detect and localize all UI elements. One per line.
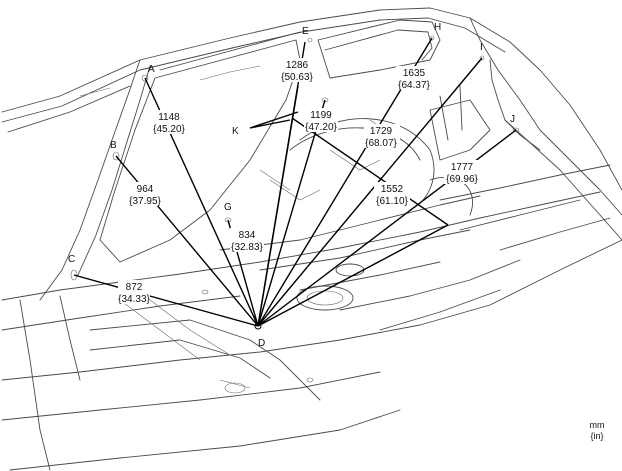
dim-c-mm: 872 (126, 282, 143, 293)
line-e2-d (257, 85, 299, 327)
line-k-2 (249, 119, 291, 129)
dim-k-mm: 1552 (381, 184, 404, 195)
units-secondary: {in} (590, 431, 604, 441)
dim-b-mm: 964 (137, 184, 154, 195)
dim-a-in: {45.20} (153, 124, 185, 135)
dim-e-in: {50.63} (281, 72, 313, 83)
dim-i-mm: 1729 (370, 126, 393, 137)
line-c-d (73, 274, 259, 327)
line-j-d (257, 129, 517, 327)
point-j-label: J (510, 114, 515, 125)
dim-b-in: {37.95} (129, 196, 161, 207)
body-outline (1, 7, 622, 471)
line-i-d (257, 57, 483, 327)
dim-g-in: {32.83} (231, 242, 263, 253)
point-c-label: C (68, 254, 75, 265)
line-k-d (291, 117, 449, 226)
dim-k-in: {61.10} (376, 196, 408, 207)
line-k-d2 (257, 224, 449, 327)
dim-a-mm: 1148 (158, 112, 180, 123)
point-i-label: I (480, 42, 483, 53)
point-b-label: B (110, 140, 117, 151)
dim-g-mm: 834 (239, 230, 256, 241)
point-g-label: G (224, 202, 232, 213)
dim-i-in: {68.07} (365, 138, 397, 149)
point-a-label: A (148, 64, 155, 75)
line-f-d (257, 99, 326, 327)
dimension-labels: 1148 {45.20} 964 {37.95} 872 {34.33} 128… (118, 58, 480, 305)
units-legend: mm {in} (580, 420, 614, 442)
point-e-label: E (302, 26, 309, 37)
units-primary: mm (589, 420, 605, 430)
line-k-1 (249, 111, 299, 129)
dim-e-mm: 1286 (286, 60, 309, 71)
dim-j-in: {69.96} (446, 174, 478, 185)
dim-f-mm: 1199 (310, 110, 332, 121)
dim-j-mm: 1777 (451, 162, 474, 173)
dim-h-in: {64.37} (398, 80, 430, 91)
point-d-label: D (258, 338, 265, 349)
dim-f-in: {47.20} (305, 122, 337, 133)
dim-c-in: {34.33} (118, 294, 150, 305)
point-h-label: H (434, 22, 441, 33)
point-d-marker (254, 322, 262, 330)
dim-h-mm: 1635 (403, 68, 426, 79)
point-k-label: K (232, 126, 239, 137)
